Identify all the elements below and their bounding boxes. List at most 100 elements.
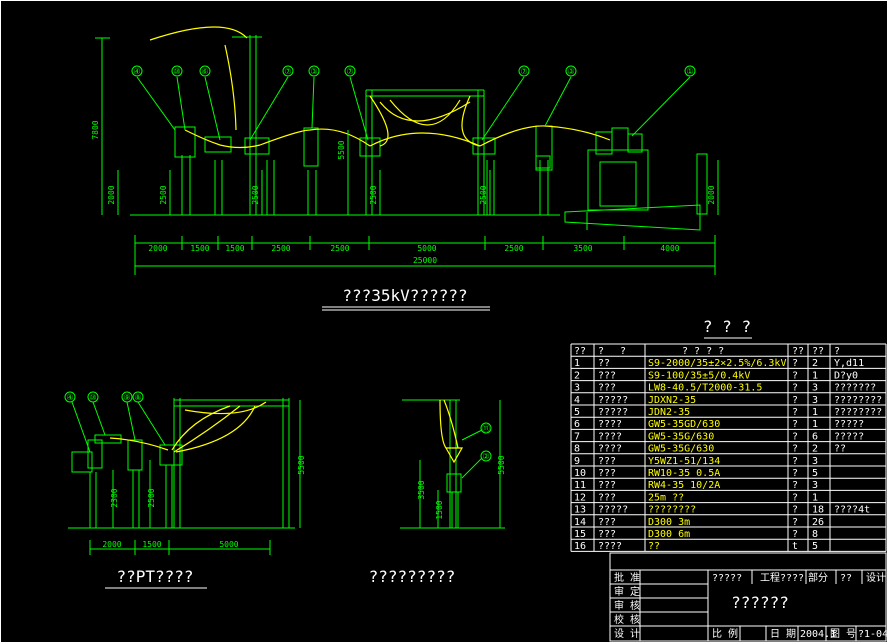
table-header: ? [620,346,626,357]
table-cell: ? [792,370,798,381]
table-cell: ????4t [834,505,870,516]
title-block-cell: ????? [712,573,742,584]
dim-height: 5500 [337,140,346,159]
table-cell: GW5-35GD/630 [648,419,720,430]
table-cell: S9-2000/35±2×2.5%/6.3kV [648,358,786,369]
table-cell: 5 [812,541,818,552]
title-block-cell: 比 例 [712,627,738,640]
callout-label: ⑦ [284,67,291,76]
table-cell: 1 [812,407,818,418]
dim-height: 7800 [91,120,100,139]
table-cell: 7 [574,431,580,442]
table-cell: ????? [598,407,628,418]
table-cell: 3 [812,480,818,491]
table-cell: 26 [812,517,824,528]
table-cell: ???????? [648,505,696,516]
table-cell: S9-100/35±5/0.4kV [648,370,750,381]
table-cell: 25m ?? [648,492,684,503]
table-cell: ????? [834,419,864,430]
table-cell: 2 [574,370,580,381]
callout-label: ③ [567,67,574,76]
table-header: ?? [792,346,804,357]
dim-span: 2000 [148,244,167,253]
pt-view-title: ??PT???? [116,567,193,586]
table-cell: 8 [812,529,818,540]
table-cell: D300 6m [648,529,690,540]
table-cell: 3 [574,383,580,394]
table-cell: ???????? [834,395,882,406]
table-cell: ???? [598,541,622,552]
dim-height: 2500 [479,185,488,204]
title-block-cell: 工程???? [760,572,804,584]
table-cell: 11 [574,480,586,491]
table-cell: 1 [812,419,818,430]
table-cell: ????? [598,395,628,406]
table-cell: GW5-35G/630 [648,431,714,442]
table-header: ?? [574,346,586,357]
table-cell: LW8-40.5/T2000-31.5 [648,383,762,394]
dim-height: 2500 [159,185,168,204]
table-cell: 2 [812,358,818,369]
title-block-cell: 日 期 [770,628,796,640]
table-cell: ??? [598,468,616,479]
table-cell: ??????? [834,383,876,394]
callout-label: ⑥ [201,67,208,76]
table-cell: ??? [598,492,616,503]
callout-label: ⑪ [482,424,490,433]
callout-label: ⑦ [346,67,353,76]
title-block-cell: ?? [840,573,852,584]
dim-height: 1500 [435,500,444,519]
title-block-cell: 2004.1 [800,629,836,640]
table-cell: RW4-35 10/2A [648,480,720,491]
dim-span: 1500 [225,244,244,253]
table-cell: ? [792,517,798,528]
table-cell: Y5WZ1-51/134 [648,456,720,467]
equipment-table: ? ? ? ????? ? ? ?????? 1??S9-2000/35±2×2… [570,317,887,552]
table-cell: 4 [574,395,580,406]
table-cell: ????? [598,505,628,516]
table-cell: JDXN2-35 [648,395,696,406]
dim-height: 2500 [251,185,260,204]
table-cell: 5 [812,468,818,479]
dim-height: 3500 [417,480,426,499]
table-cell: D300 3m [648,517,690,528]
table-cell: ? [792,444,798,455]
table-cell: t [792,541,798,552]
table-cell: ???? [598,444,622,455]
table-cell: 6 [812,431,818,442]
dim-span: 2500 [504,244,523,253]
table-cell: ? [792,407,798,418]
main-view-title: ???35kV?????? [342,286,467,305]
table-cell: ??? [598,480,616,491]
title-block-label: 批 准 [614,571,640,584]
callout-label: ⑧ [134,393,141,402]
table-cell: ???? [598,431,622,442]
callout-label: ⑩ [89,393,96,402]
table-cell: Y,d11 [834,358,864,369]
dim-span: 3500 [573,244,592,253]
table-cell: 1 [812,370,818,381]
dim-height: 2000 [707,185,716,204]
table-cell: ? [792,480,798,491]
table-title: ? ? ? [703,317,751,336]
table-cell: ???????? [834,407,882,418]
table-cell: 12 [574,492,586,503]
table-cell: ? [792,456,798,467]
dim-height: 2500 [147,488,156,507]
callout-label: ③ [310,67,317,76]
dim-span: 5000 [219,540,238,549]
callout-label: ⑨ [123,393,130,402]
table-header: ? [834,346,840,357]
dim-span: 1500 [190,244,209,253]
table-cell: 3 [812,395,818,406]
dim-height: 2000 [107,185,116,204]
callout-label: ④ [66,393,73,402]
table-cell: ? [792,419,798,430]
table-cell: 3 [812,456,818,467]
dim-total: 25000 [413,256,437,265]
dim-span: 2500 [271,244,290,253]
